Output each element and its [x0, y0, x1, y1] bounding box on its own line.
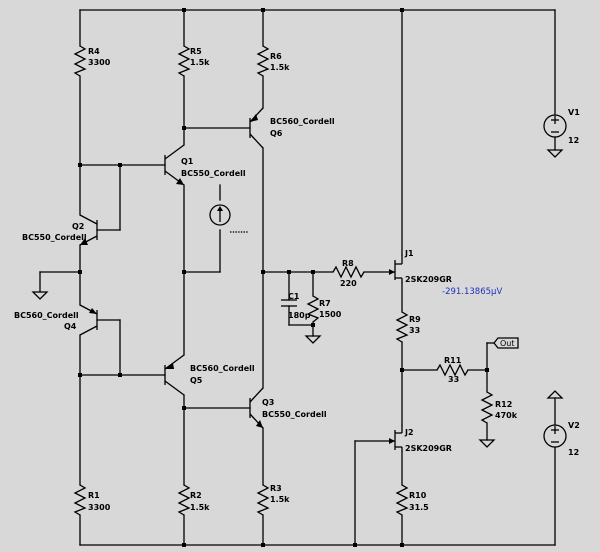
- v2-name: V2: [568, 421, 580, 430]
- q5-model: BC560_Cordell: [190, 364, 255, 373]
- transistor-q3: Q3 BC550_Cordell: [249, 387, 327, 429]
- v2-value: 12: [568, 448, 579, 457]
- resistor-r6: R6 1.5k: [256, 45, 290, 77]
- r10-value: 31.5: [409, 503, 429, 512]
- q3-model: BC550_Cordell: [262, 410, 327, 419]
- resistor-r3: R3 1.5k: [256, 484, 290, 516]
- r8-name: R8: [342, 259, 354, 268]
- resistor-r7: R7 1500: [306, 295, 342, 323]
- q1-model: BC550_Cordell: [181, 169, 246, 178]
- j1-name: J1: [404, 249, 414, 258]
- junction-dots: [78, 8, 489, 547]
- out-port: Out: [493, 337, 519, 349]
- r9-name: R9: [409, 315, 421, 324]
- q5-name: Q5: [190, 376, 203, 385]
- transistor-q5: BC560_Cordell Q5: [164, 354, 255, 396]
- q4-name: Q4: [64, 322, 77, 331]
- r9-value: 33: [409, 326, 420, 335]
- jfet-j2: J2 2SK209GR: [389, 425, 452, 453]
- resistor-r8: R8 220: [332, 259, 365, 288]
- r3-name: R3: [270, 484, 282, 493]
- r2-name: R2: [190, 491, 202, 500]
- jfet-j1: J1 2SK209GR: [389, 249, 452, 284]
- voltage-source-v2: V2 12: [543, 421, 580, 457]
- q4-model: BC560_Cordell: [14, 311, 79, 320]
- r8-value: 220: [340, 279, 357, 288]
- current-source: [209, 204, 248, 233]
- r11-value: 33: [448, 375, 459, 384]
- r4-value: 3300: [88, 58, 111, 67]
- q1-name: Q1: [181, 157, 194, 166]
- resistor-r9: R9 33: [395, 311, 421, 343]
- c1-name: C1: [288, 292, 300, 301]
- resistor-r5: R5 1.5k: [177, 45, 210, 77]
- r1-name: R1: [88, 491, 100, 500]
- r5-name: R5: [190, 47, 202, 56]
- wires: [39, 9, 556, 546]
- j1-model: 2SK209GR: [405, 275, 452, 284]
- j2-model: 2SK209GR: [405, 444, 452, 453]
- transistor-q1: Q1 BC550_Cordell: [164, 144, 246, 186]
- r5-value: 1.5k: [190, 58, 210, 67]
- r7-value: 1500: [319, 310, 342, 319]
- r11-name: R11: [444, 356, 462, 365]
- v1-value: 12: [568, 136, 579, 145]
- r1-value: 3300: [88, 503, 111, 512]
- resistor-r11: R11 33: [436, 356, 469, 384]
- out-label: Out: [500, 339, 515, 348]
- j2-name: J2: [404, 428, 414, 437]
- r12-value: 470k: [495, 411, 518, 420]
- q6-name: Q6: [270, 129, 283, 138]
- r2-value: 1.5k: [190, 503, 210, 512]
- resistor-r10: R10 31.5: [395, 484, 429, 516]
- resistor-r1: R1 3300: [73, 484, 111, 516]
- r6-name: R6: [270, 52, 282, 61]
- transistor-q6: BC560_Cordell Q6: [249, 107, 335, 149]
- q6-model: BC560_Cordell: [270, 117, 335, 126]
- q2-name: Q2: [72, 222, 84, 231]
- r10-name: R10: [409, 491, 427, 500]
- ground-symbols: [31, 149, 564, 448]
- transistor-q4: BC560_Cordell Q4: [14, 304, 98, 336]
- capacitor-c1: C1 180p: [281, 292, 311, 320]
- q2-model: BC550_Cordell: [22, 233, 87, 242]
- q3-name: Q3: [262, 398, 274, 407]
- voltage-source-v1: V1 12: [543, 108, 580, 145]
- r6-value: 1.5k: [270, 63, 290, 72]
- r7-name: R7: [319, 299, 331, 308]
- measurement-value: -291.13865µV: [442, 287, 502, 297]
- transistor-q2: Q2 BC550_Cordell: [22, 214, 98, 246]
- resistor-r2: R2 1.5k: [177, 484, 210, 516]
- r12-name: R12: [495, 400, 512, 409]
- resistor-r12: R12 470k: [480, 391, 518, 424]
- c1-value: 180p: [288, 311, 311, 320]
- v1-name: V1: [568, 108, 580, 117]
- resistor-r4: R4 3300: [73, 45, 111, 77]
- r4-name: R4: [88, 47, 100, 56]
- r3-value: 1.5k: [270, 495, 290, 504]
- measurement-readout: -291.13865µV: [442, 287, 502, 297]
